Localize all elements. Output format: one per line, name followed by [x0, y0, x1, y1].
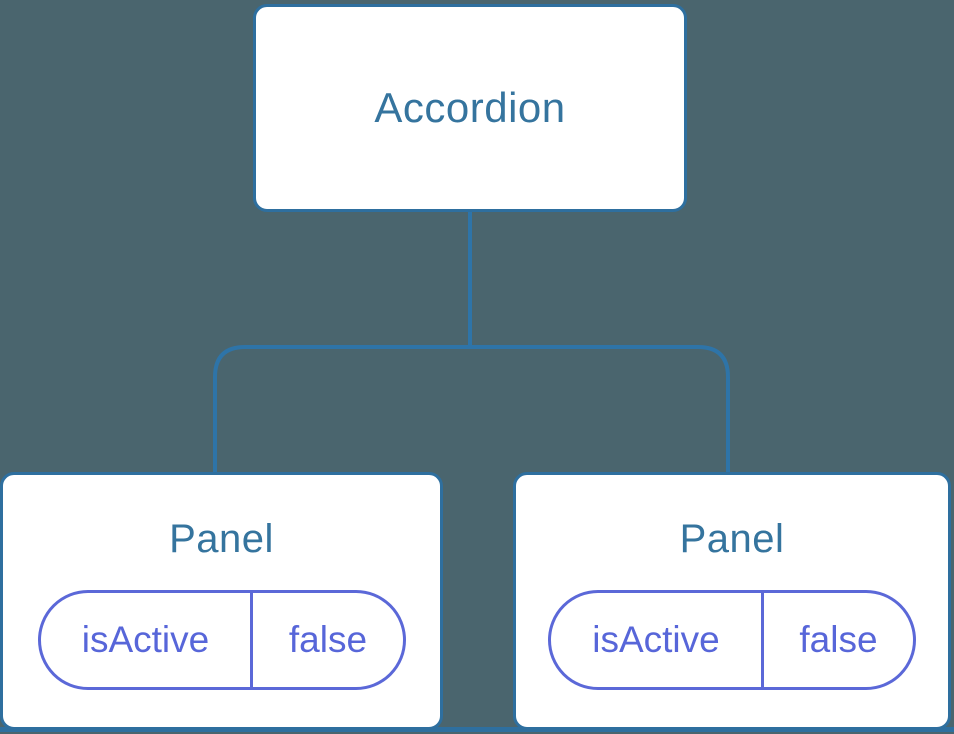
panel-node-right: Panel isActive false	[513, 472, 951, 730]
state-pill: isActive false	[548, 590, 916, 690]
bottom-edge-rule	[0, 727, 954, 732]
panel-node-label: Panel	[679, 517, 785, 561]
state-value: false	[250, 593, 402, 687]
state-key: isActive	[81, 619, 210, 660]
state-pill: isActive false	[37, 590, 406, 690]
panel-node-left: Panel isActive false	[0, 472, 443, 730]
accordion-node-label: Accordion	[374, 84, 566, 131]
branch-bracket-line	[213, 345, 730, 473]
state-value: false	[760, 593, 913, 687]
accordion-node: Accordion	[253, 4, 687, 212]
state-key: isActive	[592, 619, 720, 660]
panel-node-label: Panel	[169, 517, 274, 561]
